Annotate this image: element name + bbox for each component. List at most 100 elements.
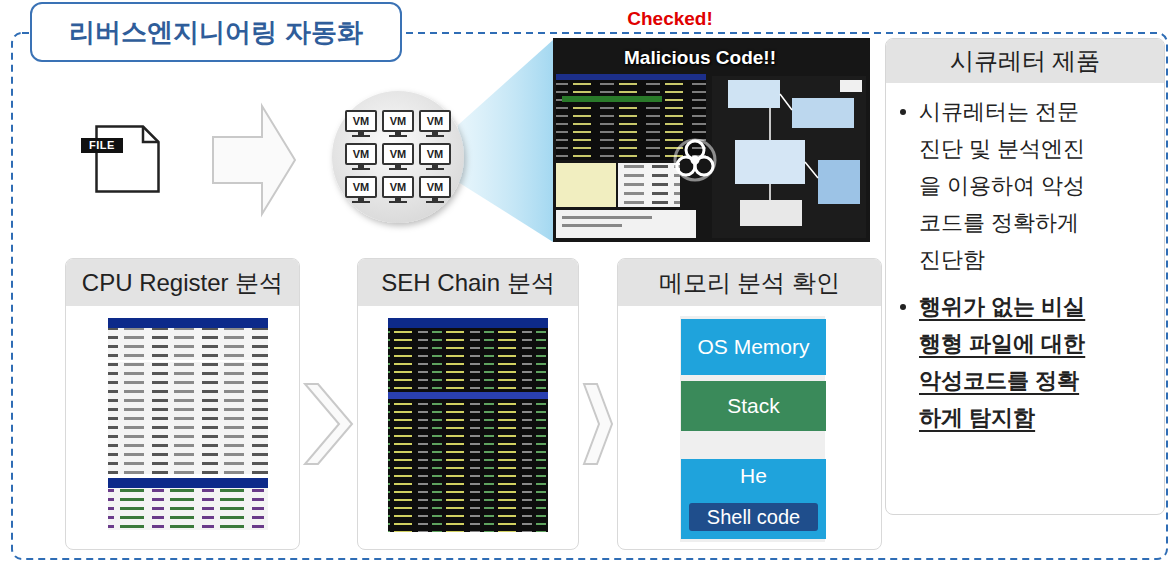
cpu-register-screenshot (108, 318, 268, 530)
seh-chain-screenshot-part (388, 328, 548, 532)
vm-label: VM (420, 111, 450, 131)
seh-chain-screenshot (388, 318, 548, 532)
vm-monitors-part (383, 177, 413, 203)
node-title: OS Memory (697, 334, 809, 360)
analysis-screenshot-part (770, 94, 818, 200)
analysis-screenshot-part (712, 76, 866, 238)
vm-monitors-part-part (383, 177, 413, 197)
file-icon: FILE (95, 125, 160, 193)
node-title: CPU Register 분석 (66, 259, 299, 306)
vm-label: VM (420, 177, 450, 197)
chevron-arrow (584, 384, 612, 464)
node-title: He (740, 459, 767, 489)
analysis-screenshot-part (556, 163, 616, 207)
vm-monitors-part-part (389, 135, 407, 137)
chevron-arrow (305, 384, 352, 464)
vm-label: VM (383, 111, 413, 131)
memory-block: HeShell code (681, 459, 826, 539)
node-title: SEH Chain 분석 (358, 259, 578, 306)
document-fold (143, 127, 159, 143)
vm-monitors-part-part (426, 168, 444, 170)
cpu-register-screenshot-part (108, 488, 268, 530)
shellcode-block: Shell code (689, 503, 818, 531)
vm-monitors-part-part (395, 131, 401, 135)
memory-block: Stack (681, 381, 826, 431)
vm-label: VM (346, 177, 376, 197)
vm-monitors-part-part (420, 177, 450, 197)
vm-monitors-part-part (426, 201, 444, 203)
node-title: Shell code (707, 505, 800, 529)
node-title: 리버스엔지니어링 자동화 (69, 15, 362, 50)
vm-monitors-part-part (346, 144, 376, 164)
analysis-screenshot-part (562, 224, 622, 227)
cpu-register-screenshot-part (108, 478, 268, 488)
vm-pool-circle (332, 91, 464, 223)
analysis-screenshot-part (792, 98, 854, 128)
vm-label: VM (346, 111, 376, 131)
analysis-screenshot-part (735, 140, 805, 184)
product-panel: 시큐레터 제품시큐레터는 전문 진단 및 분석엔진을 이용하여 악성코드를 정확… (885, 38, 1165, 515)
vm-label: VM (420, 144, 450, 164)
seh-chain-screenshot-part (388, 318, 548, 328)
step-card: SEH Chain 분석 (357, 258, 579, 550)
step-card: 메모리 분석 확인OS MemoryStackHeShell code (617, 258, 882, 550)
dashed-frame (12, 33, 1167, 559)
vm-label: VM (383, 177, 413, 197)
memory-map-ground (680, 316, 825, 542)
vm-monitors-part (346, 111, 376, 137)
memory-block: OS Memory (681, 319, 826, 375)
cpu-register-screenshot-part (108, 328, 268, 360)
seh-chain-screenshot-part (388, 392, 548, 399)
vm-monitors-part-part (420, 111, 450, 131)
analysis-screenshot-part (562, 96, 662, 102)
node-title: 시큐레터 제품 (886, 39, 1164, 83)
vm-monitors-part-part (352, 135, 370, 137)
node-body: 행위가 없는 비실행형 파일에 대한 악성코드를 정확하게 탐지함 (919, 288, 1097, 436)
vm-monitors-part (420, 177, 450, 203)
vm-monitors-part-part (352, 168, 370, 170)
document-outline (95, 125, 160, 193)
analysis-screenshot-part (556, 74, 706, 80)
node-body: 시큐레터는 전문 진단 및 분석엔진을 이용하여 악성코드를 정확하게 진단함 (919, 93, 1097, 278)
vm-monitors-part (346, 177, 376, 203)
alert-label: Malicious Code!! (570, 44, 830, 72)
zoom-beam (458, 40, 553, 242)
vm-monitors-part-part (346, 111, 376, 131)
analysis-screenshot-part (562, 216, 652, 219)
vm-monitors-part-part (395, 164, 401, 168)
analysis-screenshot-part (618, 163, 680, 207)
vm-monitors (346, 111, 450, 203)
vm-monitors-part-part (432, 164, 438, 168)
vm-monitors-part-part (352, 201, 370, 203)
analysis-screenshot-part (728, 80, 780, 108)
analysis-screenshot-part (840, 80, 862, 92)
analysis-screenshot (553, 38, 870, 242)
vm-monitors-part (346, 144, 376, 170)
vm-monitors-part-part (420, 144, 450, 164)
vm-monitors-part (383, 144, 413, 170)
analysis-screenshot-part (556, 74, 706, 160)
analysis-screenshot-part-part (675, 140, 715, 180)
analysis-screenshot-part (818, 160, 860, 204)
step-card: CPU Register 분석 (65, 258, 300, 550)
vm-monitors-part (420, 144, 450, 170)
vm-monitors-part-part (358, 197, 364, 201)
analysis-screenshot-part (553, 38, 870, 242)
vm-monitors-part-part (389, 168, 407, 170)
node-title: Stack (727, 393, 780, 419)
vm-monitors-part-part (383, 144, 413, 164)
vm-monitors-part-part (383, 111, 413, 131)
cpu-register-screenshot-part (108, 362, 268, 474)
section-tab: 리버스엔지니어링 자동화 (30, 2, 402, 62)
vm-monitors-part (420, 111, 450, 137)
vm-monitors-part-part (346, 177, 376, 197)
cpu-register-screenshot-part (108, 318, 268, 328)
vm-label: VM (346, 144, 376, 164)
vm-monitors-part-part (395, 197, 401, 201)
document-body (97, 127, 159, 192)
step-arrow (305, 384, 352, 464)
vm-monitors-part-part (426, 135, 444, 137)
analysis-screenshot-part-part (692, 157, 698, 163)
